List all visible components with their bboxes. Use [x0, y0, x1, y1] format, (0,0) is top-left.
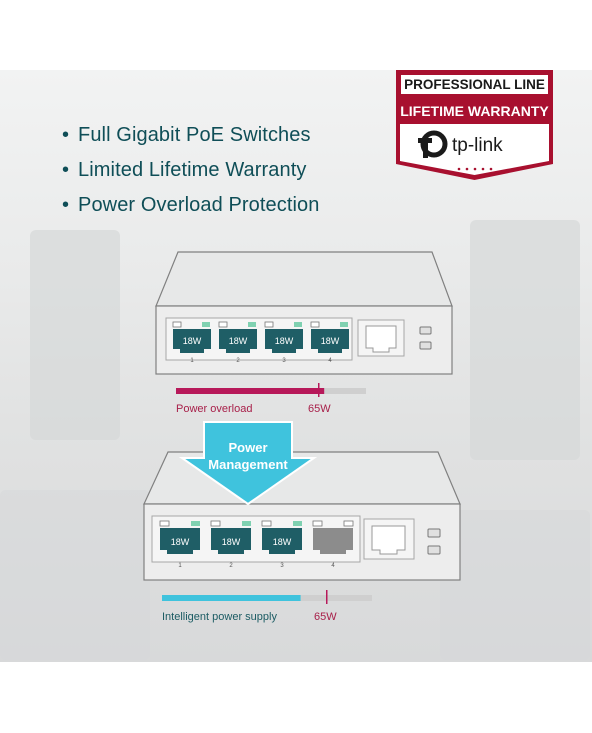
- power-overload-label: Power overload: [176, 403, 252, 415]
- port-number: 2: [236, 358, 240, 364]
- arrow-label-line1: Power: [228, 440, 267, 455]
- arrow-label-line2: Management: [208, 457, 288, 472]
- bottom-switch-ports: 18W 1 18W 2 18W 3 4: [159, 520, 354, 569]
- port-number: 3: [280, 563, 284, 569]
- stars-icon: [457, 167, 493, 171]
- power-limit-label: 65W: [314, 611, 337, 623]
- top-power-bar: Power overload 65W: [176, 383, 366, 415]
- feature-item: •Full Gigabit PoE Switches: [62, 124, 311, 146]
- badge-shield: tp-link: [396, 124, 553, 180]
- port-number: 3: [282, 358, 286, 364]
- port-number: 1: [190, 358, 194, 364]
- feature-list: •Full Gigabit PoE Switches •Limited Life…: [62, 118, 320, 223]
- bottom-switch: 18W 1 18W 2 18W 3 4: [143, 451, 461, 581]
- port-power-label: 18W: [229, 336, 248, 346]
- port-4: 18W 4: [310, 321, 349, 364]
- port-2: 18W 2: [218, 321, 257, 364]
- port-1: 18W 1: [172, 321, 211, 364]
- power-bar-fill-overload: [176, 388, 325, 394]
- port-number: 4: [328, 358, 332, 364]
- power-limit-marker: [326, 590, 328, 604]
- port-number: 1: [178, 563, 182, 569]
- port-power-label: 18W: [222, 537, 241, 547]
- port-1: 18W 1: [159, 520, 200, 569]
- port-2: 18W 2: [210, 520, 251, 569]
- brand-name: tp-link: [452, 135, 503, 156]
- badge-professional-line: PROFESSIONAL LINE: [401, 75, 548, 94]
- down-arrow-icon: [178, 421, 318, 506]
- port-number: 4: [331, 563, 335, 569]
- power-management-arrow: Power Management: [178, 421, 318, 506]
- top-switch: 18W 1 18W 2 18W 3 18W: [155, 251, 453, 375]
- intelligent-power-supply-label: Intelligent power supply: [162, 611, 277, 623]
- port-power-label: 18W: [321, 336, 340, 346]
- feature-item: •Limited Lifetime Warranty: [62, 159, 307, 181]
- top-switch-ports: 18W 1 18W 2 18W 3 18W: [172, 321, 349, 364]
- power-bar-fill-supply: [162, 595, 301, 601]
- power-limit-label: 65W: [308, 403, 331, 415]
- warranty-badge: PROFESSIONAL LINE LIFETIME WARRANTY tp-l…: [396, 70, 553, 180]
- tp-link-logo-icon: [418, 130, 448, 158]
- port-power-label: 18W: [171, 537, 190, 547]
- feature-item: •Power Overload Protection: [62, 194, 320, 216]
- port-4-disabled: 4: [312, 520, 354, 569]
- port-3: 18W 3: [261, 520, 302, 569]
- power-limit-marker: [318, 383, 320, 397]
- port-power-label: 18W: [275, 336, 294, 346]
- port-number: 2: [229, 563, 233, 569]
- port-power-label: 18W: [273, 537, 292, 547]
- port-power-label: 18W: [183, 336, 202, 346]
- bottom-power-bar: Intelligent power supply 65W: [162, 590, 372, 623]
- badge-lifetime-warranty: LIFETIME WARRANTY: [396, 98, 553, 124]
- port-3: 18W 3: [264, 321, 303, 364]
